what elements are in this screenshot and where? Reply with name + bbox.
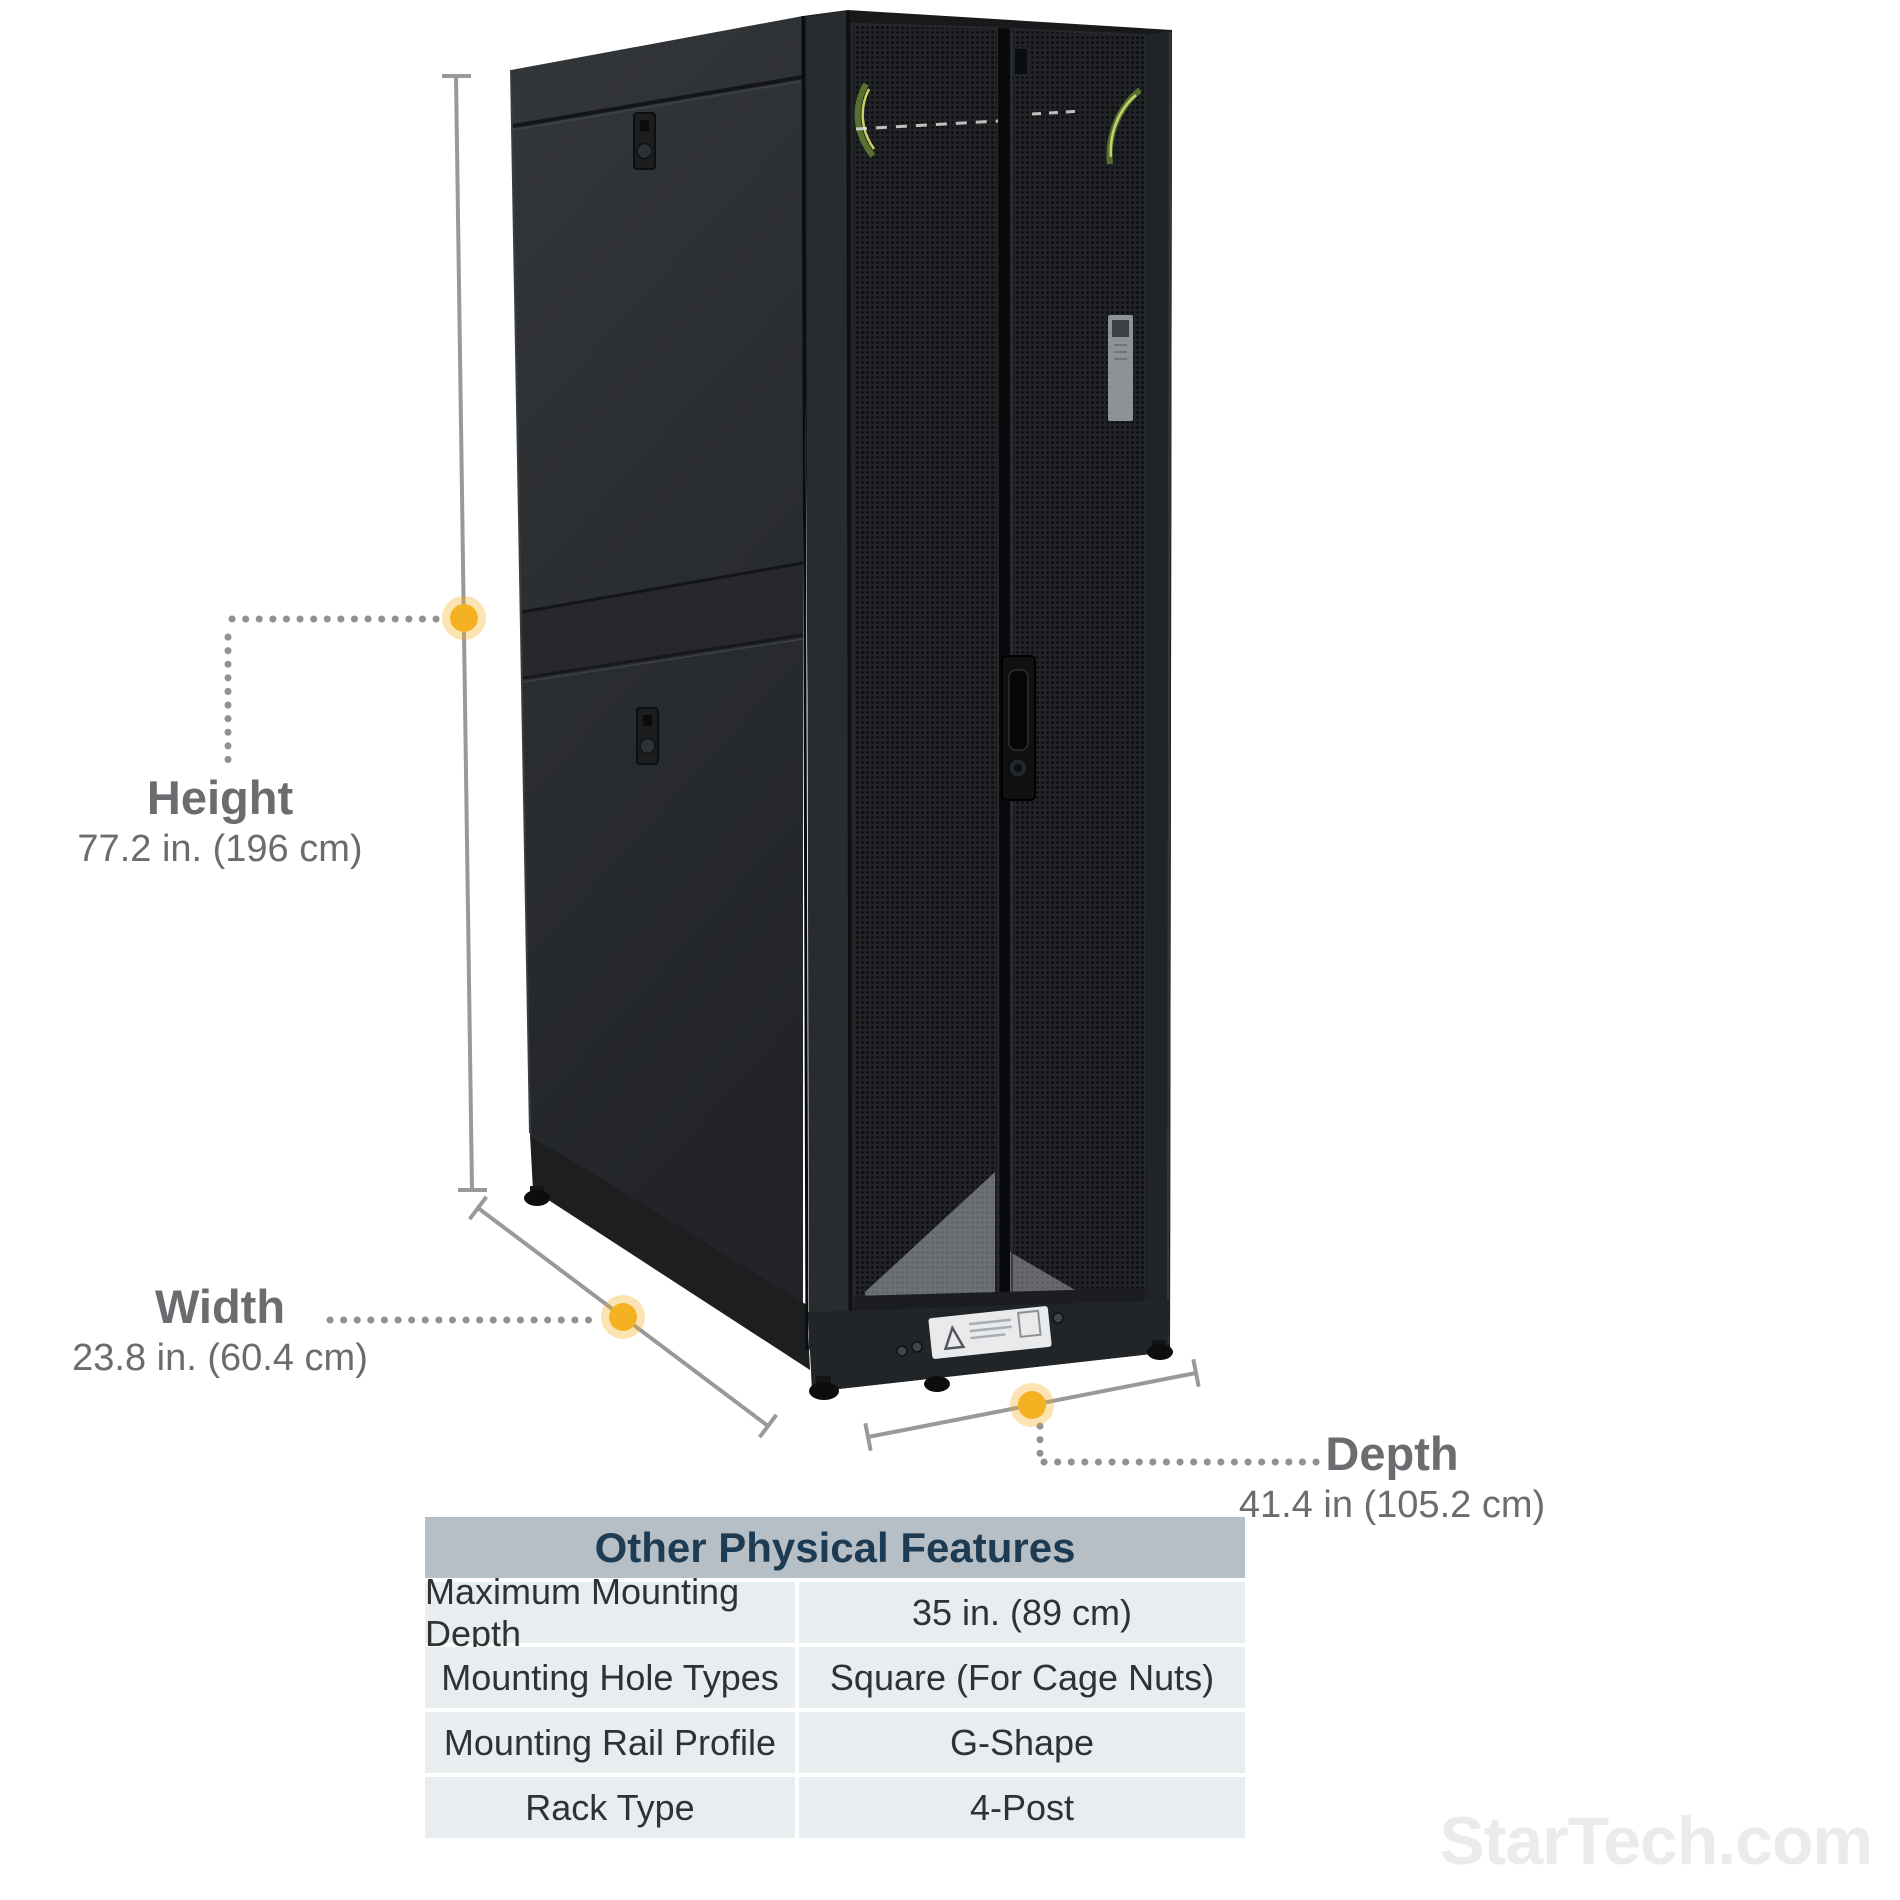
mesh-door-left xyxy=(850,22,999,1316)
startech-watermark: StarTech.com xyxy=(1439,1803,1873,1879)
side-top-seam xyxy=(512,75,804,128)
spec-label: Maximum Mounting Depth xyxy=(425,1571,795,1654)
side-lock-lower xyxy=(636,707,659,765)
depth-marker-dot xyxy=(1010,1383,1054,1427)
spec-label: Mounting Hole Types xyxy=(425,1647,795,1708)
height-marker-dot xyxy=(442,596,486,640)
spec-value: Square (For Cage Nuts) xyxy=(799,1647,1245,1708)
marker-dots xyxy=(442,596,1054,1427)
spec-value: 35 in. (89 cm) xyxy=(799,1582,1245,1643)
spec-label: Mounting Rail Profile xyxy=(425,1712,795,1773)
door-latch xyxy=(1013,47,1029,76)
spec-label: Rack Type xyxy=(425,1777,795,1838)
side-mid-band xyxy=(522,563,803,678)
warning-label xyxy=(928,1306,1052,1359)
height-value: 77.2 in. (196 cm) xyxy=(77,827,363,870)
depth-annotation: Depth 41.4 in (105.2 cm) xyxy=(1182,1428,1602,1529)
width-value: 23.8 in. (60.4 cm) xyxy=(72,1336,368,1379)
door-label xyxy=(1108,315,1133,421)
table-row: Maximum Mounting Depth 35 in. (89 cm) xyxy=(425,1571,1245,1654)
spec-table-title: Other Physical Features xyxy=(425,1517,1245,1578)
depth-label: Depth xyxy=(1325,1427,1459,1480)
width-marker-dot xyxy=(601,1295,645,1339)
leveling-feet xyxy=(524,1186,1173,1400)
width-label: Width xyxy=(154,1280,286,1333)
table-row: Rack Type 4-Post xyxy=(425,1777,1245,1838)
table-row: Mounting Rail Profile G-Shape xyxy=(425,1712,1245,1773)
dotted-connectors xyxy=(224,615,1322,1466)
rack-cabinet xyxy=(510,10,1173,1400)
door-handle xyxy=(1001,655,1036,801)
height-measure-line xyxy=(442,74,487,1192)
depth-value: 41.4 in (105.2 cm) xyxy=(1238,1483,1546,1526)
side-lock-upper xyxy=(633,112,656,170)
spec-value: G-Shape xyxy=(799,1712,1245,1773)
height-label: Height xyxy=(146,771,294,824)
width-annotation: Width 23.8 in. (60.4 cm) xyxy=(40,1281,400,1382)
side-base xyxy=(530,1135,810,1370)
height-annotation: Height 77.2 in. (196 cm) xyxy=(40,772,400,873)
front-right-post xyxy=(1145,30,1172,1345)
table-row: Mounting Hole Types Square (For Cage Nut… xyxy=(425,1647,1245,1708)
cable-tie-left xyxy=(854,82,876,158)
spec-table: Other Physical Features Maximum Mounting… xyxy=(425,1517,1245,1838)
spec-value: 4-Post xyxy=(799,1777,1245,1838)
side-panel xyxy=(511,16,803,1305)
cable-tie-right xyxy=(1106,87,1142,165)
